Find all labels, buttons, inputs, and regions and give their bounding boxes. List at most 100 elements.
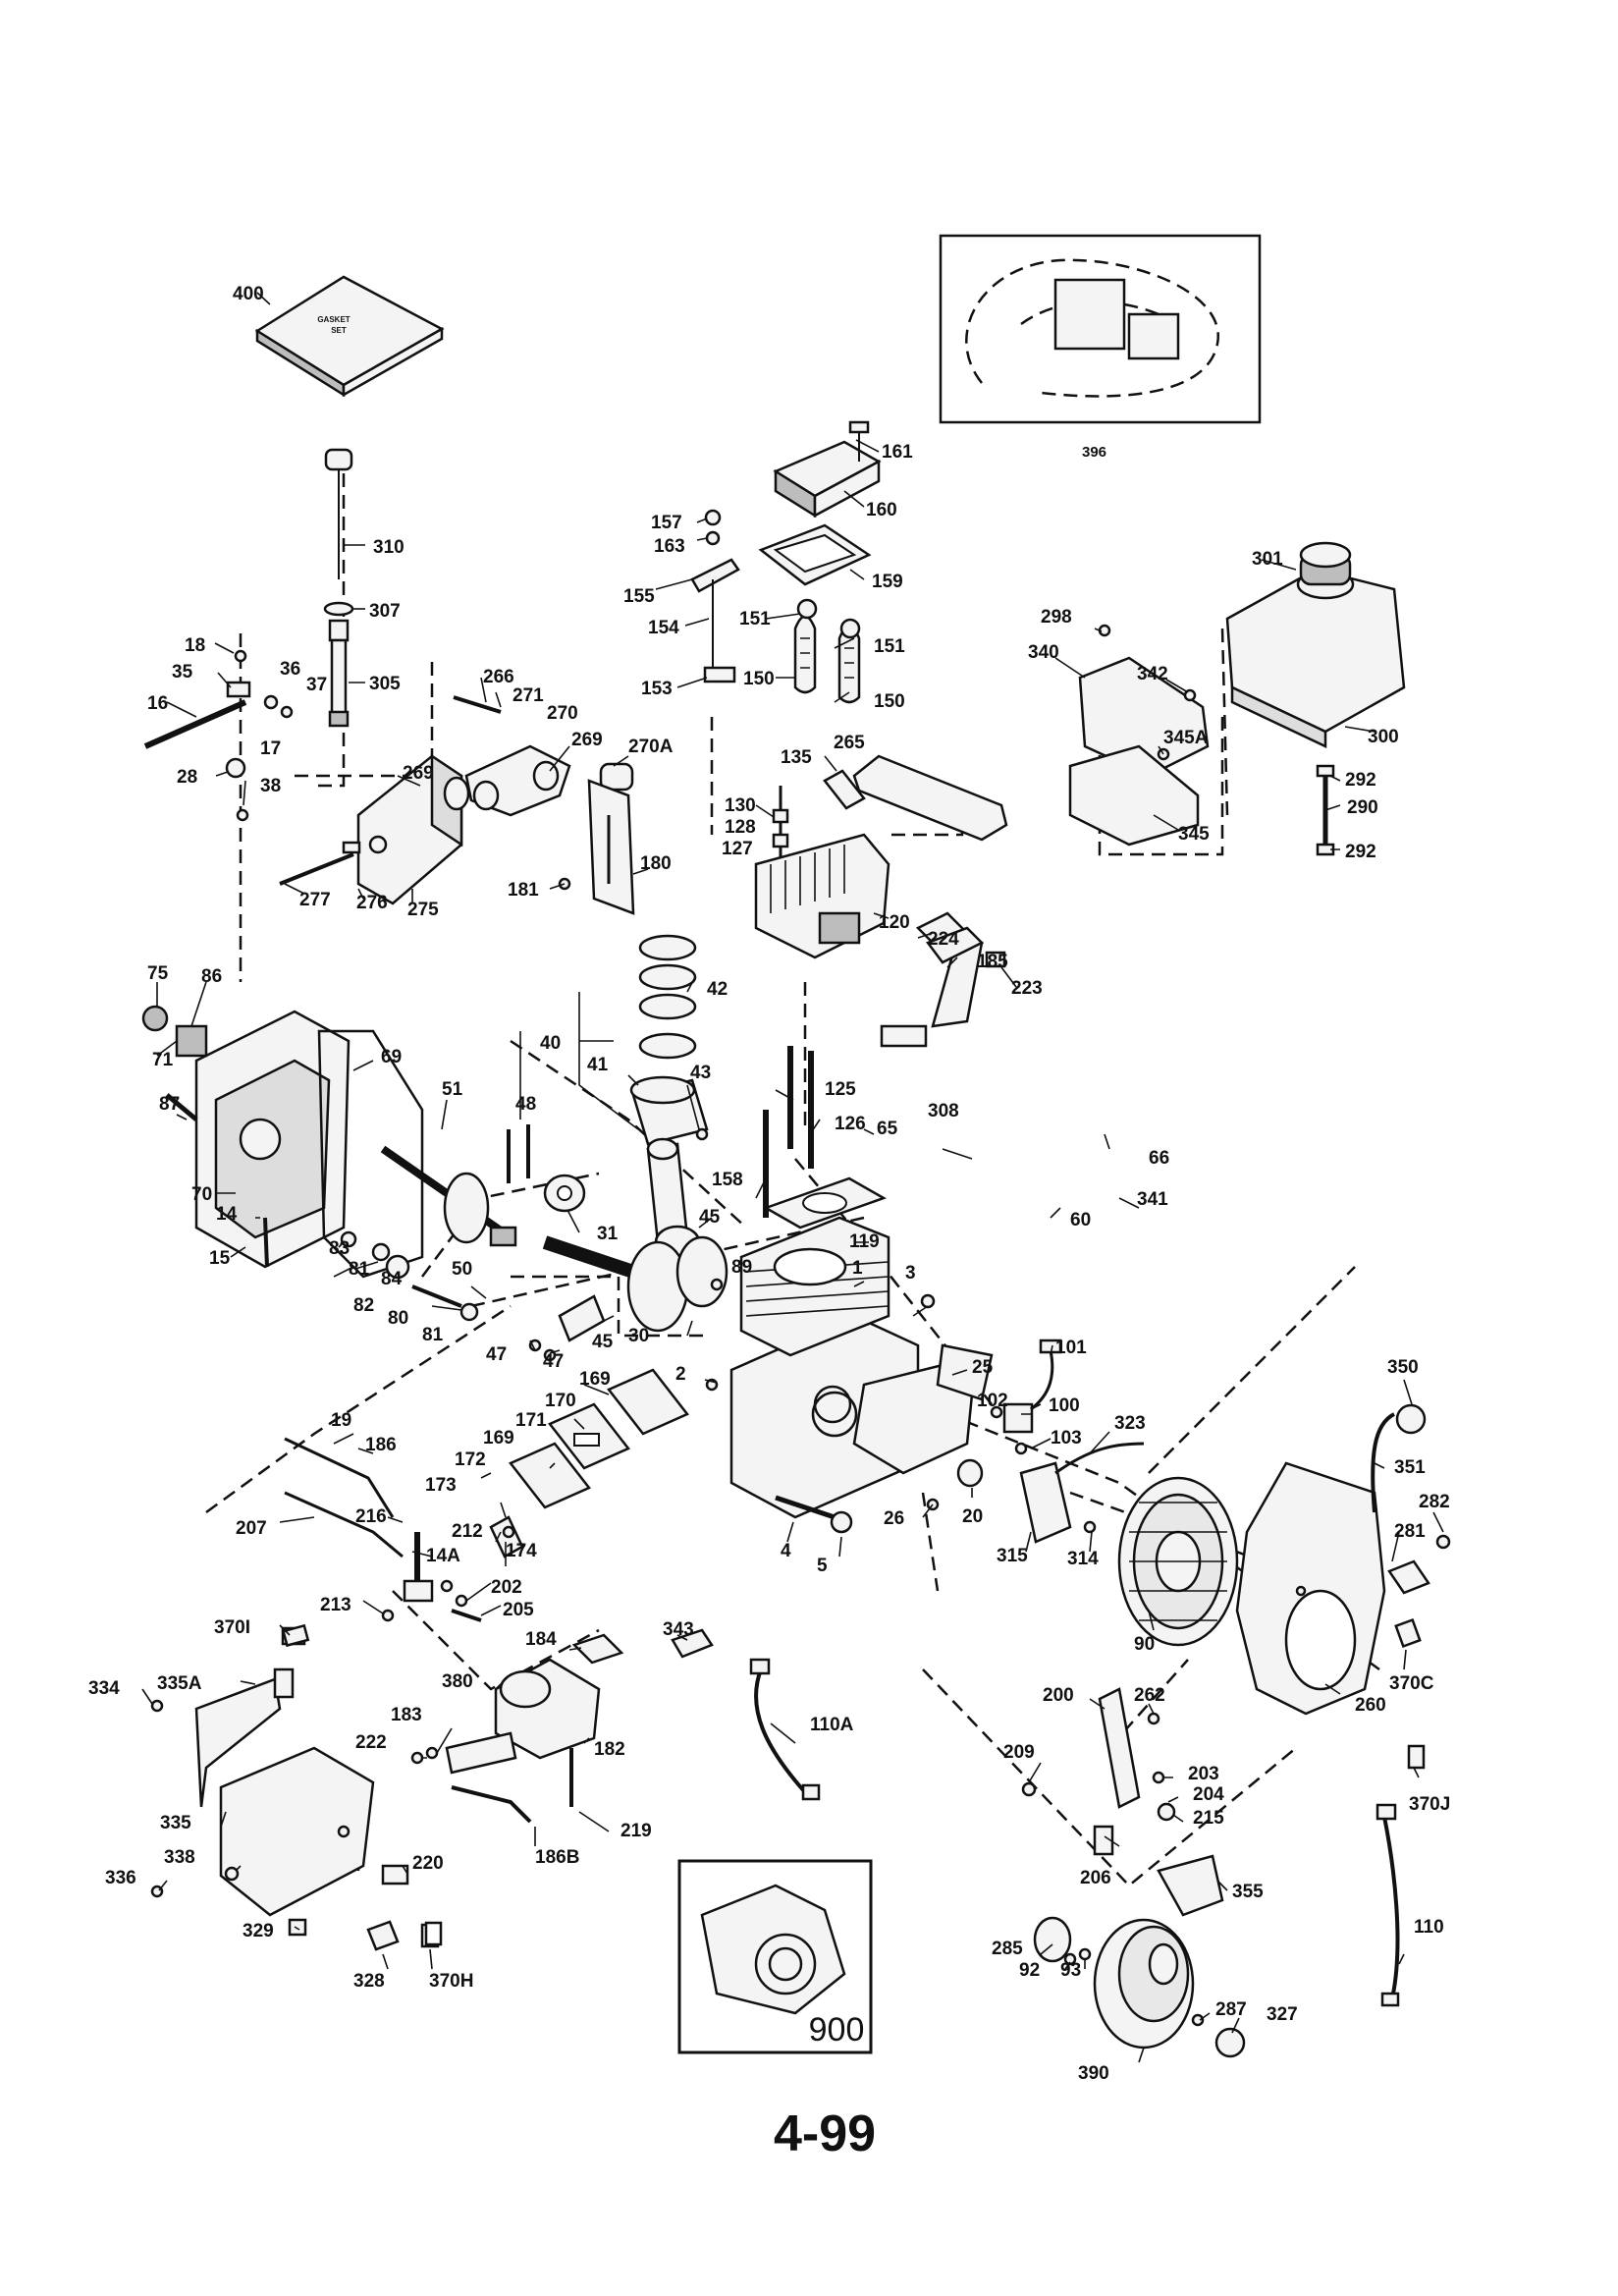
- part-label-305: 305: [369, 674, 401, 694]
- part-label-327: 327: [1267, 2004, 1298, 2025]
- engine-inset-900: 900: [677, 1859, 873, 2054]
- part-label-81a: 81: [349, 1259, 370, 1280]
- part-label-277: 277: [299, 890, 331, 910]
- throttle-linkage: [284, 1437, 482, 1622]
- part-label-281: 281: [1394, 1521, 1426, 1542]
- part-label-92: 92: [1019, 1960, 1040, 1981]
- part-label-155: 155: [623, 586, 655, 607]
- part-label-275: 275: [407, 900, 439, 920]
- part-label-101: 101: [1055, 1338, 1087, 1358]
- part-label-292a: 292: [1345, 770, 1376, 791]
- part-label-25: 25: [972, 1357, 994, 1378]
- part-label-45a: 45: [699, 1207, 721, 1228]
- part-label-86: 86: [201, 966, 222, 987]
- part-label-329: 329: [243, 1921, 274, 1941]
- part-label-222: 222: [355, 1732, 387, 1753]
- part-label-282: 282: [1419, 1492, 1450, 1512]
- blower-housing: [1235, 1461, 1386, 1716]
- part-label-390: 390: [1078, 2063, 1109, 2084]
- part-label-100: 100: [1049, 1395, 1080, 1416]
- part-label-287: 287: [1215, 1999, 1247, 2020]
- part-label-335: 335: [160, 1813, 191, 1833]
- part-label-14: 14: [216, 1204, 238, 1225]
- part-label-207: 207: [236, 1518, 267, 1539]
- part-label-334: 334: [88, 1678, 120, 1699]
- part-label-169a: 169: [579, 1369, 611, 1390]
- part-label-70: 70: [191, 1184, 212, 1205]
- part-label-60: 60: [1070, 1210, 1091, 1230]
- part-label-209: 209: [1003, 1742, 1035, 1763]
- part-label-204: 204: [1193, 1784, 1224, 1805]
- part-label-269b: 269: [571, 730, 603, 750]
- part-label-69: 69: [381, 1047, 402, 1067]
- crankshaft: [542, 1235, 728, 1333]
- part-label-336: 336: [105, 1868, 136, 1888]
- part-label-81b: 81: [422, 1325, 444, 1345]
- part-label-28: 28: [177, 767, 197, 788]
- part-label-220: 220: [412, 1853, 444, 1874]
- throttle-rods: [451, 1785, 532, 1824]
- part-label-224: 224: [928, 929, 959, 950]
- part-label-65: 65: [877, 1119, 898, 1139]
- part-label-126: 126: [835, 1114, 866, 1134]
- control-box-cover: [150, 1626, 440, 1951]
- part-label-157: 157: [651, 513, 682, 533]
- part-label-203: 203: [1188, 1764, 1219, 1784]
- part-label-51: 51: [442, 1079, 463, 1100]
- part-label-110A: 110A: [810, 1715, 854, 1735]
- part-label-314: 314: [1067, 1549, 1099, 1569]
- part-label-43: 43: [690, 1063, 711, 1083]
- valve-train: [690, 509, 861, 704]
- tank-bracket: [1068, 624, 1210, 847]
- part-label-35: 35: [172, 662, 193, 683]
- part-label-266: 266: [483, 667, 514, 687]
- part-label-2: 2: [675, 1364, 686, 1385]
- part-label-15: 15: [209, 1248, 231, 1269]
- part-label-219: 219: [620, 1821, 652, 1841]
- part-label-90: 90: [1134, 1634, 1155, 1655]
- part-label-185: 185: [977, 952, 1008, 972]
- part-label-87: 87: [159, 1094, 180, 1115]
- part-label-182: 182: [594, 1739, 625, 1760]
- part-label-213: 213: [320, 1595, 351, 1615]
- part-label-290: 290: [1347, 797, 1378, 818]
- part-label-161: 161: [882, 442, 913, 463]
- valve-cover-group: [758, 420, 882, 586]
- part-label-36: 36: [280, 659, 300, 680]
- intake-plates: [489, 1368, 689, 1558]
- part-label-38: 38: [260, 776, 281, 796]
- part-label-292b: 292: [1345, 842, 1376, 862]
- inset-396: [939, 234, 1262, 424]
- part-label-48: 48: [515, 1094, 536, 1115]
- part-label-41: 41: [587, 1055, 609, 1075]
- assembly-dash-lines: [205, 452, 1380, 1887]
- part-label-205: 205: [503, 1600, 534, 1620]
- part-label-342: 342: [1137, 664, 1168, 684]
- part-label-340: 340: [1028, 642, 1059, 663]
- part-labels: 400 396 161 160 157 163 159 155 154 151 …: [88, 284, 1450, 2084]
- part-label-355: 355: [1232, 1882, 1264, 1902]
- part-label-16: 16: [147, 693, 168, 714]
- part-label-14A: 14A: [426, 1546, 460, 1566]
- cylinder-block: [705, 1176, 936, 1519]
- spark-plug-and-deflector: [772, 754, 1008, 864]
- part-label-4: 4: [781, 1541, 791, 1561]
- part-label-345A: 345A: [1163, 728, 1209, 748]
- part-label-127: 127: [722, 839, 753, 859]
- part-label-37: 37: [306, 675, 327, 695]
- part-label-370J: 370J: [1409, 1794, 1450, 1815]
- part-label-338: 338: [164, 1847, 195, 1868]
- dipstick-and-tube: [323, 448, 354, 728]
- part-label-40: 40: [540, 1033, 561, 1054]
- part-label-345: 345: [1178, 824, 1210, 845]
- part-label-19: 19: [331, 1410, 351, 1431]
- cam-and-shaft: [380, 1124, 586, 1247]
- part-label-93: 93: [1060, 1960, 1081, 1981]
- part-label-370C: 370C: [1389, 1673, 1434, 1694]
- part-label-47a: 47: [486, 1344, 507, 1365]
- part-label-18: 18: [185, 635, 205, 656]
- part-label-183: 183: [391, 1705, 422, 1725]
- part-label-45b: 45: [592, 1332, 614, 1352]
- part-label-110: 110: [1414, 1917, 1444, 1938]
